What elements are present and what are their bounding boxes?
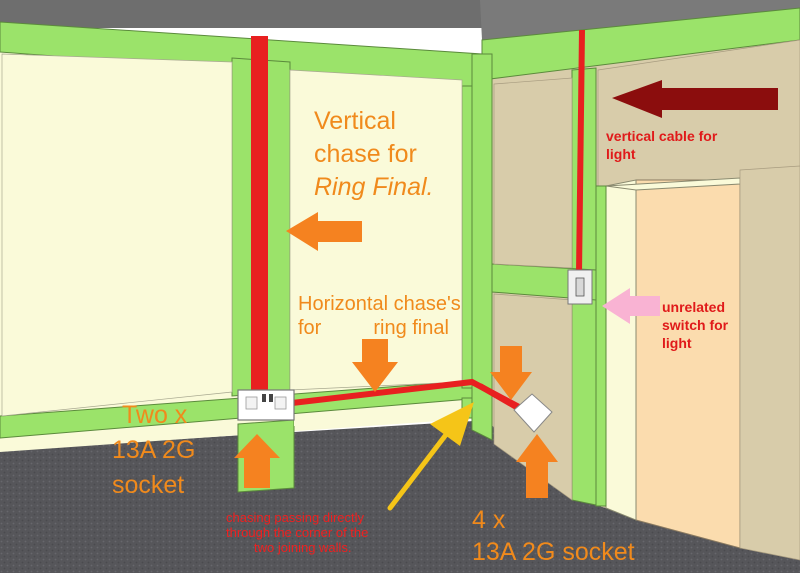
label-vertical-chase-line3: Ring Final. [314,173,434,201]
light-switch [567,269,593,305]
label-horizontal-chase-line2: for [298,317,322,339]
right-panel-a [493,77,573,269]
label-four-sockets: 4 x 13A 2G socket [472,504,635,568]
label-corner-chasing-line1: chasing passing directly [226,510,365,525]
label-two-sockets-line1: Two x [122,401,188,429]
label-horizontal-chase: Horizontal chase's for ring final [298,292,461,340]
label-two-sockets: Two x 13A 2G socket [112,398,195,503]
left-panel-c [294,410,462,426]
arrow-socket-right-up [516,434,558,498]
door-frame-left [605,179,637,521]
arrow-socket-left-up [234,434,280,488]
label-vertical-chase-line2: chase for [314,140,417,168]
vertical-chase-cable [251,36,268,390]
arrow-pink [602,288,660,324]
label-vertical-cable: vertical cable for light [606,127,717,163]
label-unrelated-switch-line2: switch for [662,317,729,333]
doorway-opening [635,179,741,549]
label-horizontal-chase-line1: Horizontal chase's [298,293,461,315]
arrow-vertical-chase [286,212,362,251]
label-horizontal-chase-line3: ring final [373,317,449,339]
right-panel-d [739,165,800,561]
double-socket-right [513,393,553,433]
label-vertical-chase: Vertical chase for Ring Final. [314,105,434,204]
label-corner-chasing: chasing passing directly through the cor… [226,510,368,555]
arrow-dark-red [612,80,778,118]
label-four-sockets-line1: 4 x [472,506,506,534]
label-vertical-cable-line1: vertical cable for [606,128,718,144]
vertical-light-cable [576,29,585,275]
corner-stud [471,53,493,441]
label-two-sockets-line3: socket [112,471,185,499]
arrow-horizontal-chase-down [352,339,398,392]
label-vertical-chase-line1: Vertical [314,107,396,135]
label-two-sockets-line2: 13A 2G [112,436,196,464]
label-unrelated-switch-line3: light [662,335,692,351]
left-panel-a [1,53,233,417]
door-frame-stud [595,185,607,507]
label-four-sockets-line2: 13A 2G socket [472,538,635,566]
arrow-socket-right-down [490,346,532,400]
arrow-yellow-corner [387,402,474,511]
right-panel-c [597,39,800,191]
label-corner-chasing-line2: through the corner of the [226,525,369,540]
label-vertical-cable-line2: light [606,146,636,162]
label-corner-chasing-line3: two joining walls. [254,540,352,555]
ceiling-right [480,0,800,40]
double-socket-left [237,389,295,421]
label-unrelated-switch-line1: unrelated [662,299,726,315]
label-unrelated-switch: unrelated switch for light [662,298,728,352]
